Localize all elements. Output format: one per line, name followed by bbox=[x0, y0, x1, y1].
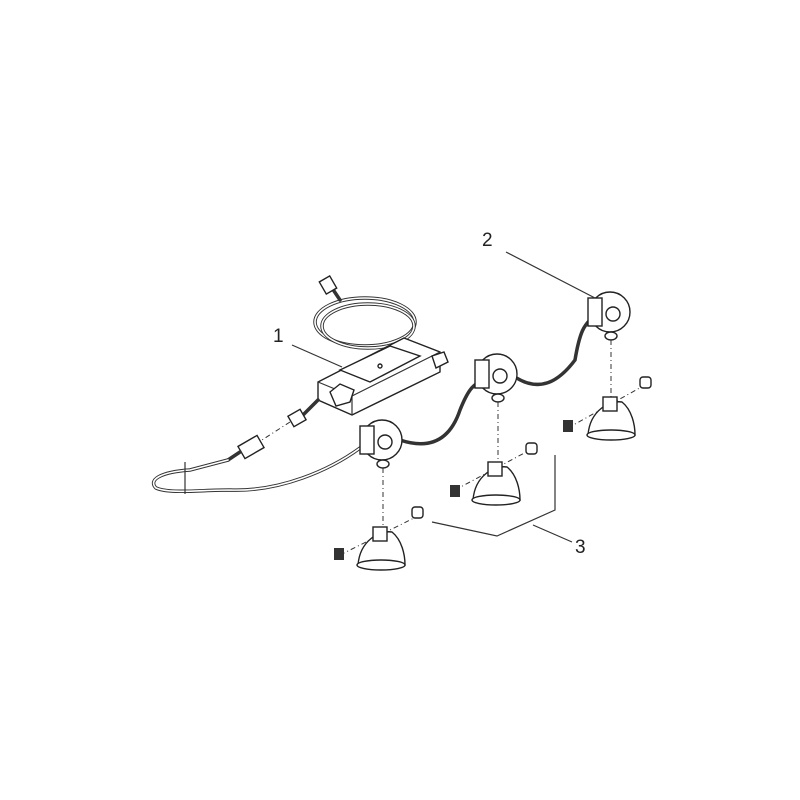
callout-3: 3 bbox=[575, 537, 586, 558]
cable-bundle bbox=[151, 446, 362, 494]
mains-cable-coil bbox=[313, 274, 417, 350]
spotlight bbox=[587, 291, 631, 341]
spotlight bbox=[474, 353, 518, 403]
callout-2: 2 bbox=[482, 230, 493, 251]
light-cable bbox=[510, 318, 592, 387]
leader-bracket-3 bbox=[431, 455, 573, 543]
connector-plugs bbox=[226, 398, 320, 462]
callout-1: 1 bbox=[273, 326, 284, 347]
leader-line-2 bbox=[505, 251, 596, 299]
transformer bbox=[317, 337, 449, 416]
suction-cup-mount bbox=[450, 442, 538, 506]
light-cable bbox=[398, 378, 484, 446]
suction-cup-mount bbox=[563, 376, 652, 441]
suction-cup-mount bbox=[334, 506, 424, 571]
leader-line-1 bbox=[291, 344, 343, 368]
spotlight bbox=[359, 419, 403, 469]
